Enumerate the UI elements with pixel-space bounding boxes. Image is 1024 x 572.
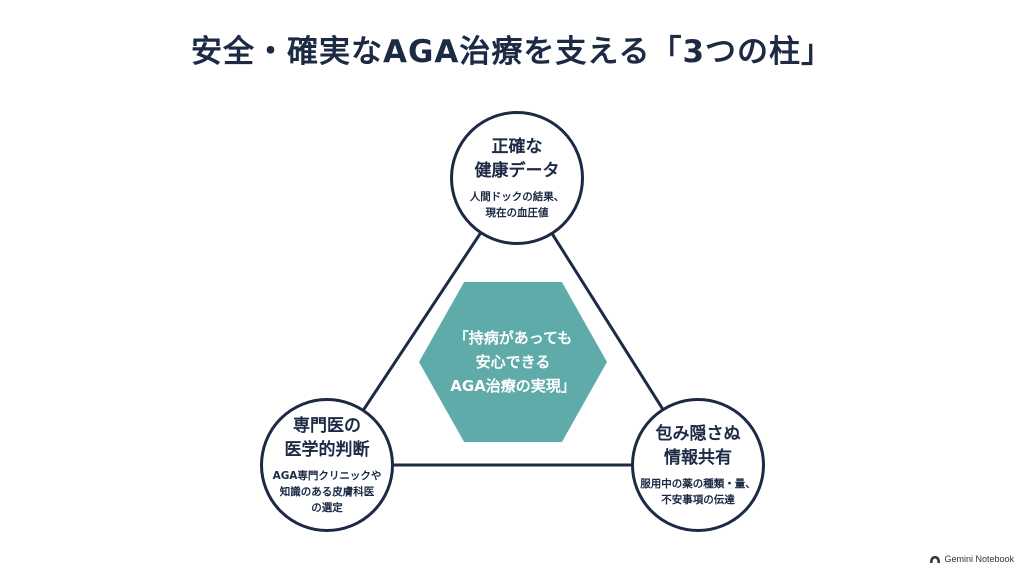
- pillar-description-line: 現在の血圧値: [485, 207, 549, 219]
- pillar-heading-line: 健康データ: [474, 161, 560, 181]
- pillar-heading-line: 専門医の: [293, 416, 361, 436]
- pillar-heading: 包み隠さぬ 情報共有: [656, 422, 741, 470]
- pillar-description-line: 服用中の薬の種類・量、: [640, 478, 756, 490]
- pillar-heading: 正確な 健康データ: [475, 135, 560, 183]
- pillar-heading-line: 包み隠さぬ: [655, 424, 741, 444]
- pillar-description: 人間ドックの結果、 現在の血圧値: [470, 189, 565, 221]
- center-goal-line-3: AGA治療の実現」: [450, 377, 576, 395]
- gemini-notebook-logo-icon: [930, 555, 941, 563]
- pillar-heading: 専門医の 医学的判断: [285, 414, 370, 462]
- pillar-heading-line: 情報共有: [664, 448, 732, 468]
- pillar-heading-line: 正確な: [491, 137, 543, 157]
- center-goal-line-2: 安心できる: [475, 353, 551, 371]
- center-goal-line-1: 「持病があっても: [453, 329, 573, 347]
- gemini-notebook-watermark: Gemini Notebook: [930, 554, 1014, 564]
- pillar-description-line: の選定: [311, 502, 343, 514]
- pillar-specialist-judgment: 専門医の 医学的判断 AGA専門クリニックや 知識のある皮膚科医 の選定: [260, 398, 394, 532]
- pillar-description-line: 知識のある皮膚科医: [279, 486, 375, 498]
- pillar-description-line: AGA専門クリニックや: [272, 470, 382, 482]
- pillar-description-line: 不安事項の伝達: [661, 494, 735, 506]
- pillar-description-line: 人間ドックの結果、: [469, 191, 565, 203]
- watermark-label: Gemini Notebook: [944, 554, 1014, 564]
- pillar-information-sharing: 包み隠さぬ 情報共有 服用中の薬の種類・量、 不安事項の伝達: [631, 398, 765, 532]
- pillar-description: 服用中の薬の種類・量、 不安事項の伝達: [640, 476, 756, 508]
- page-title: 安全・確実なAGA治療を支える「3つの柱」: [190, 34, 834, 70]
- pillar-heading-line: 医学的判断: [284, 440, 370, 460]
- pillar-description: AGA専門クリニックや 知識のある皮膚科医 の選定: [273, 468, 382, 516]
- pillar-health-data: 正確な 健康データ 人間ドックの結果、 現在の血圧値: [450, 111, 584, 245]
- center-goal-hexagon: 「持病があっても 安心できる AGA治療の実現」: [419, 282, 607, 442]
